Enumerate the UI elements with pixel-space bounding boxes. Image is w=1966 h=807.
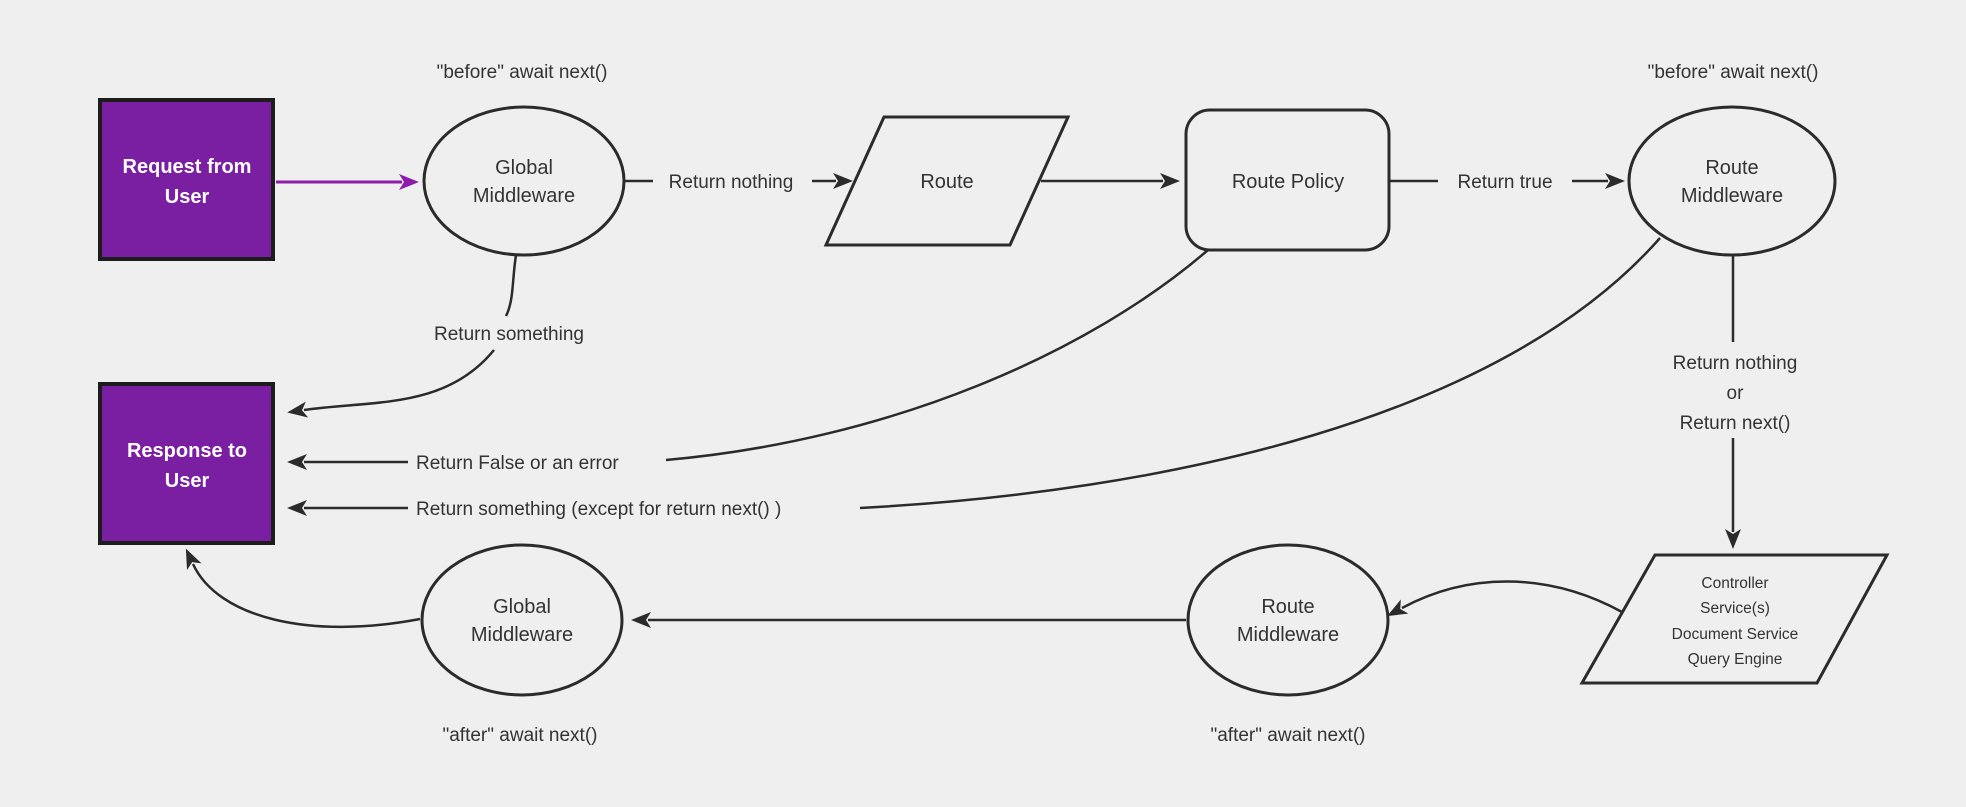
node-controller-label-line2: Service(s) bbox=[1700, 600, 1770, 617]
label-after-await-next-bottom-right: "after" await next() bbox=[1211, 725, 1366, 746]
edge-controller-to-route-mw-bottom bbox=[1387, 580, 1623, 617]
node-response-to-user bbox=[98, 382, 275, 545]
node-global-middleware-top bbox=[422, 105, 626, 257]
node-global-middleware-bottom-label-line1: Global bbox=[493, 596, 551, 618]
node-route-middleware-bottom-label-line2: Middleware bbox=[1237, 624, 1339, 646]
edge-policy-return-false-segment-a bbox=[665, 249, 1209, 462]
label-return-true: Return true bbox=[1457, 172, 1552, 193]
node-controller-label-line1: Controller bbox=[1701, 575, 1768, 592]
node-response-to-user-label-line2: User bbox=[165, 470, 210, 492]
node-controller-label-line4: Query Engine bbox=[1688, 651, 1783, 668]
node-global-middleware-bottom bbox=[420, 543, 624, 697]
node-request-from-user-label-line2: User bbox=[165, 186, 210, 208]
label-return-nothing-top: Return nothing bbox=[669, 172, 794, 193]
node-route-middleware-bottom-label-line1: Route bbox=[1261, 596, 1314, 618]
node-route-policy-label: Route Policy bbox=[1232, 171, 1344, 193]
node-route-middleware-top-label-line2: Middleware bbox=[1681, 185, 1783, 207]
label-return-nothing-or-line2: or bbox=[1727, 383, 1745, 404]
node-global-middleware-top-label-line1: Global bbox=[495, 157, 553, 179]
label-return-something-except: Return something (except for return next… bbox=[416, 499, 781, 520]
edge-global-mw-return-something-segment-a bbox=[504, 254, 518, 317]
node-controller-label-line3: Document Service bbox=[1672, 626, 1799, 643]
node-route-middleware-bottom bbox=[1186, 543, 1390, 697]
edge-route-mw-return-something-segment-a bbox=[859, 237, 1661, 510]
node-route-label: Route bbox=[920, 171, 973, 193]
node-global-middleware-bottom-label-line2: Middleware bbox=[471, 624, 573, 646]
label-before-await-next-top-left: "before" await next() bbox=[437, 62, 608, 83]
node-route-middleware-top-label-line1: Route bbox=[1705, 157, 1758, 179]
node-controller-services bbox=[1579, 553, 1890, 685]
node-route-middleware-top bbox=[1627, 105, 1837, 257]
label-return-false-or-error: Return False or an error bbox=[416, 453, 619, 474]
label-after-await-next-bottom-left: "after" await next() bbox=[443, 725, 598, 746]
label-return-nothing-or-line3: Return next() bbox=[1680, 413, 1791, 434]
node-route bbox=[823, 115, 1071, 247]
label-return-something: Return something bbox=[434, 324, 584, 345]
label-return-nothing-or-line1: Return nothing bbox=[1673, 353, 1798, 374]
node-route-policy bbox=[1184, 108, 1391, 252]
node-response-to-user-label-line1: Response to bbox=[127, 440, 247, 462]
edge-global-mw-return-something-segment-b bbox=[287, 349, 495, 418]
node-request-from-user-label-line1: Request from bbox=[123, 156, 252, 178]
label-before-await-next-top-right: "before" await next() bbox=[1648, 62, 1819, 83]
edge-global-mw-bottom-to-response bbox=[185, 548, 421, 629]
node-global-middleware-top-label-line2: Middleware bbox=[473, 185, 575, 207]
node-request-from-user bbox=[98, 98, 275, 261]
